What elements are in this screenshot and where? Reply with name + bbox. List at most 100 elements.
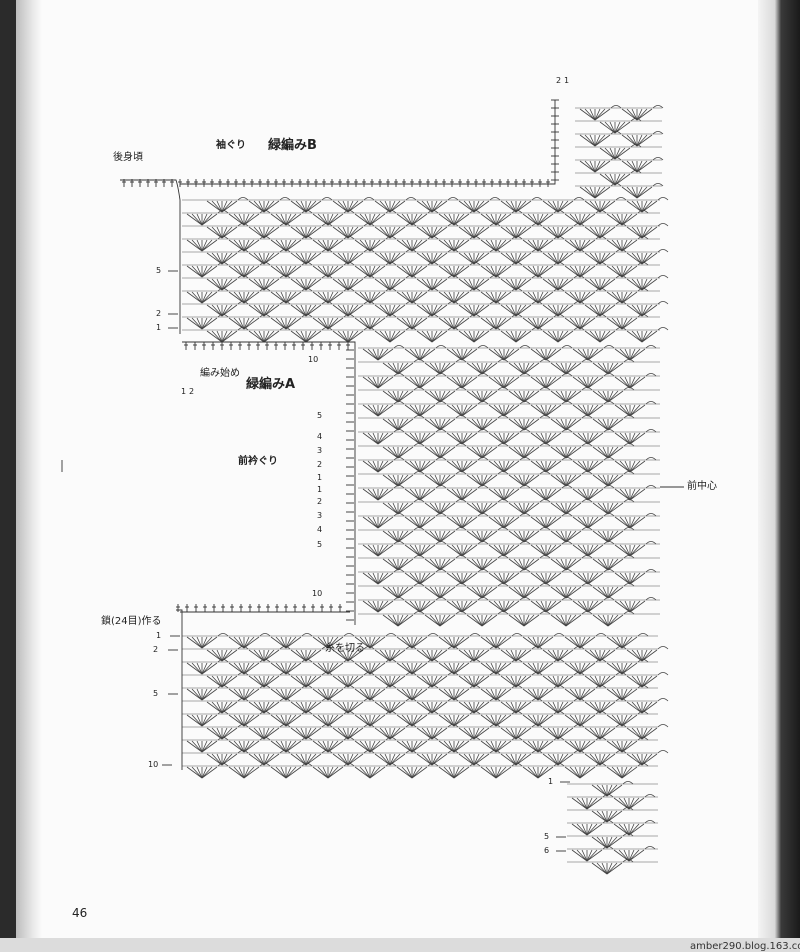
fan-stitch	[382, 418, 399, 431]
chain-arc	[553, 763, 565, 767]
fan-stitch	[636, 160, 643, 173]
fan-stitch	[557, 200, 574, 213]
fan-stitch	[327, 265, 334, 278]
chain-arc	[413, 387, 425, 391]
fan-stitch	[285, 636, 297, 649]
fan-stitch	[463, 753, 475, 766]
fan-stitch	[503, 460, 515, 473]
fan-stitch	[631, 701, 643, 714]
chain-arc	[321, 249, 333, 253]
fan-stitch	[211, 675, 223, 688]
fan-stitch	[607, 502, 619, 515]
fan-stitch	[579, 766, 596, 779]
fan-stitch	[565, 530, 582, 543]
fan-stitch	[584, 278, 601, 291]
fan-stitch	[461, 516, 478, 529]
fan-stitch	[564, 291, 581, 304]
fan-stitch	[359, 766, 371, 779]
fan-stitch	[542, 675, 559, 688]
chain-arc	[531, 698, 543, 702]
chain-arc	[615, 275, 627, 279]
chain-arc	[435, 373, 447, 377]
fan-stitch	[522, 265, 539, 278]
fan-stitch	[577, 600, 589, 613]
fan-stitch	[584, 226, 601, 239]
fan-stitch	[607, 558, 619, 571]
fan-stitch	[518, 362, 525, 375]
fan-stitch	[540, 432, 547, 445]
fan-stitch	[523, 558, 530, 571]
fan-stitch	[201, 740, 208, 753]
fan-stitch	[498, 600, 505, 613]
chain-arc	[539, 415, 551, 419]
fan-stitch	[607, 530, 624, 543]
chain-arc	[519, 485, 531, 489]
fan-stitch	[532, 766, 539, 779]
fan-stitch	[243, 662, 250, 675]
fan-stitch	[624, 348, 631, 361]
chain-arc	[489, 223, 501, 227]
fan-stitch	[582, 600, 589, 613]
fan-stitch	[592, 474, 609, 487]
fan-stitch	[481, 530, 498, 543]
fan-stitch	[621, 714, 628, 727]
fan-stitch	[382, 558, 399, 571]
fan-stitch	[555, 614, 567, 627]
fan-stitch	[594, 160, 611, 173]
fan-stitch	[621, 636, 633, 649]
fan-stitch	[557, 727, 574, 740]
fan-stitch	[347, 330, 354, 343]
fan-stitch	[347, 330, 364, 343]
fan-stitch	[201, 636, 208, 649]
fan-stitch	[629, 488, 646, 501]
fan-stitch	[629, 460, 636, 473]
fan-stitch	[586, 797, 598, 810]
fan-stitch	[513, 586, 525, 599]
chain-arc	[623, 527, 635, 531]
fan-stitch	[594, 160, 606, 173]
fan-stitch	[342, 701, 349, 714]
fan-stitch	[488, 460, 505, 473]
fan-stitch	[555, 502, 567, 515]
fan-stitch	[206, 701, 223, 714]
fan-stitch	[312, 766, 329, 779]
fan-stitch	[409, 516, 421, 529]
fan-stitch	[613, 823, 630, 836]
chain-arc	[343, 262, 355, 266]
fan-stitch	[221, 675, 238, 688]
fan-stitch	[389, 226, 406, 239]
fan-stitch	[481, 502, 493, 515]
chain-arc	[539, 359, 551, 363]
fan-stitch	[416, 252, 433, 265]
fan-stitch	[495, 213, 502, 226]
fan-stitch	[270, 662, 287, 675]
fan-stitch	[495, 265, 507, 278]
fan-stitch	[419, 376, 431, 389]
fan-stitch	[560, 474, 567, 487]
fan-stitch	[379, 649, 391, 662]
fan-stitch	[621, 714, 633, 727]
fan-stitch	[545, 404, 562, 417]
fan-stitch	[201, 239, 208, 252]
fan-stitch	[572, 348, 589, 361]
fan-stitch	[604, 147, 616, 160]
fan-stitch	[515, 252, 532, 265]
fan-stitch	[597, 446, 609, 459]
chain-arc	[622, 859, 634, 863]
fan-stitch	[471, 390, 483, 403]
fan-stitch	[327, 213, 344, 226]
fan-stitch	[389, 753, 406, 766]
fan-stitch	[404, 432, 421, 445]
fan-stitch	[565, 474, 577, 487]
chain-arc	[413, 583, 425, 587]
fan-stitch	[545, 600, 557, 613]
row-number: 1	[564, 76, 570, 85]
fan-stitch	[211, 753, 223, 766]
fan-stitch	[305, 330, 312, 343]
fan-stitch	[505, 200, 517, 213]
chain-arc	[217, 737, 229, 741]
fan-stitch	[493, 460, 505, 473]
fan-stitch	[372, 432, 379, 445]
fan-stitch	[631, 649, 643, 662]
fan-stitch	[438, 239, 455, 252]
